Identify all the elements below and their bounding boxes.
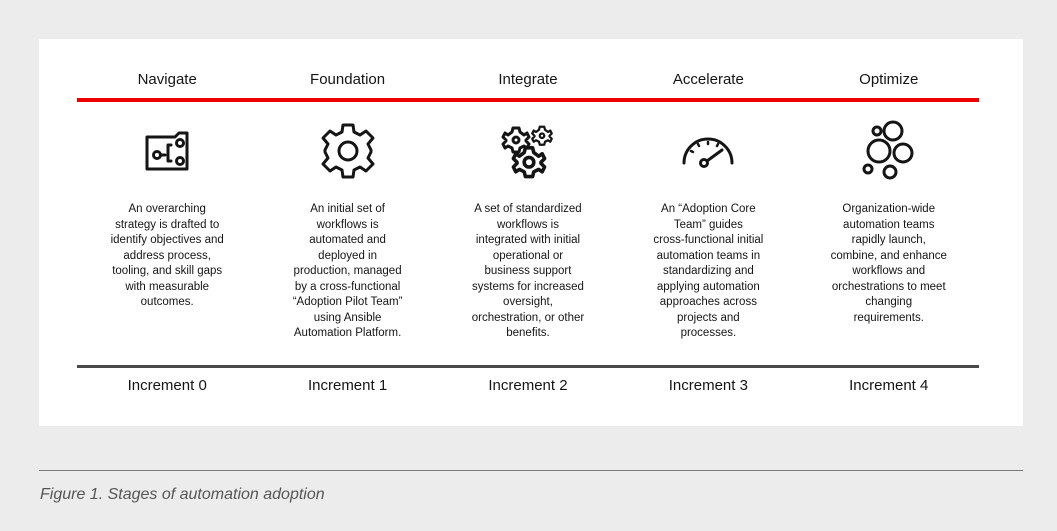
header-divider (77, 98, 979, 102)
increment-label: Increment 2 (488, 377, 568, 394)
stage-title-optimize: Optimize (859, 71, 919, 88)
stage-description-accelerate: An “Adoption Core Team” guides cross-fun… (653, 203, 764, 339)
stage-icons-row (77, 119, 979, 183)
bubbles-icon (862, 120, 914, 180)
stage-title-navigate: Navigate (137, 71, 197, 88)
stage-descriptions-row: An overarching strategy is drafted to id… (77, 202, 979, 352)
increment-label: Increment 1 (307, 377, 388, 394)
caption-divider (39, 470, 1023, 471)
increment-divider (77, 365, 979, 368)
strategy-map-icon (145, 131, 189, 171)
stage-description-integrate: A set of standardized workflows is integ… (471, 203, 585, 339)
stage-description-optimize: Organization-wide automation teams rapid… (830, 203, 947, 324)
stage-titles-row: Navigate Foundation Integrate Accelerate… (77, 65, 979, 95)
increment-label: Increment 3 (668, 377, 748, 394)
stage-title-foundation: Foundation (310, 71, 386, 88)
stage-description-navigate: An overarching strategy is drafted to id… (110, 203, 224, 308)
diagram-panel: Navigate Foundation Integrate Accelerate… (39, 39, 1023, 426)
gear-icon (321, 123, 375, 179)
speedometer-icon (682, 137, 734, 168)
gears-icon (501, 125, 553, 179)
stage-description-foundation: An initial set of workflows is automated… (292, 203, 403, 339)
increment-label: Increment 4 (849, 377, 929, 394)
increment-label: Increment 0 (127, 377, 207, 394)
figure-caption: Figure 1. Stages of automation adoption (40, 486, 325, 503)
increments-row: Increment 0 Increment 1 Increment 2 Incr… (77, 374, 979, 398)
stage-title-accelerate: Accelerate (672, 71, 744, 88)
stage-title-integrate: Integrate (498, 71, 558, 88)
